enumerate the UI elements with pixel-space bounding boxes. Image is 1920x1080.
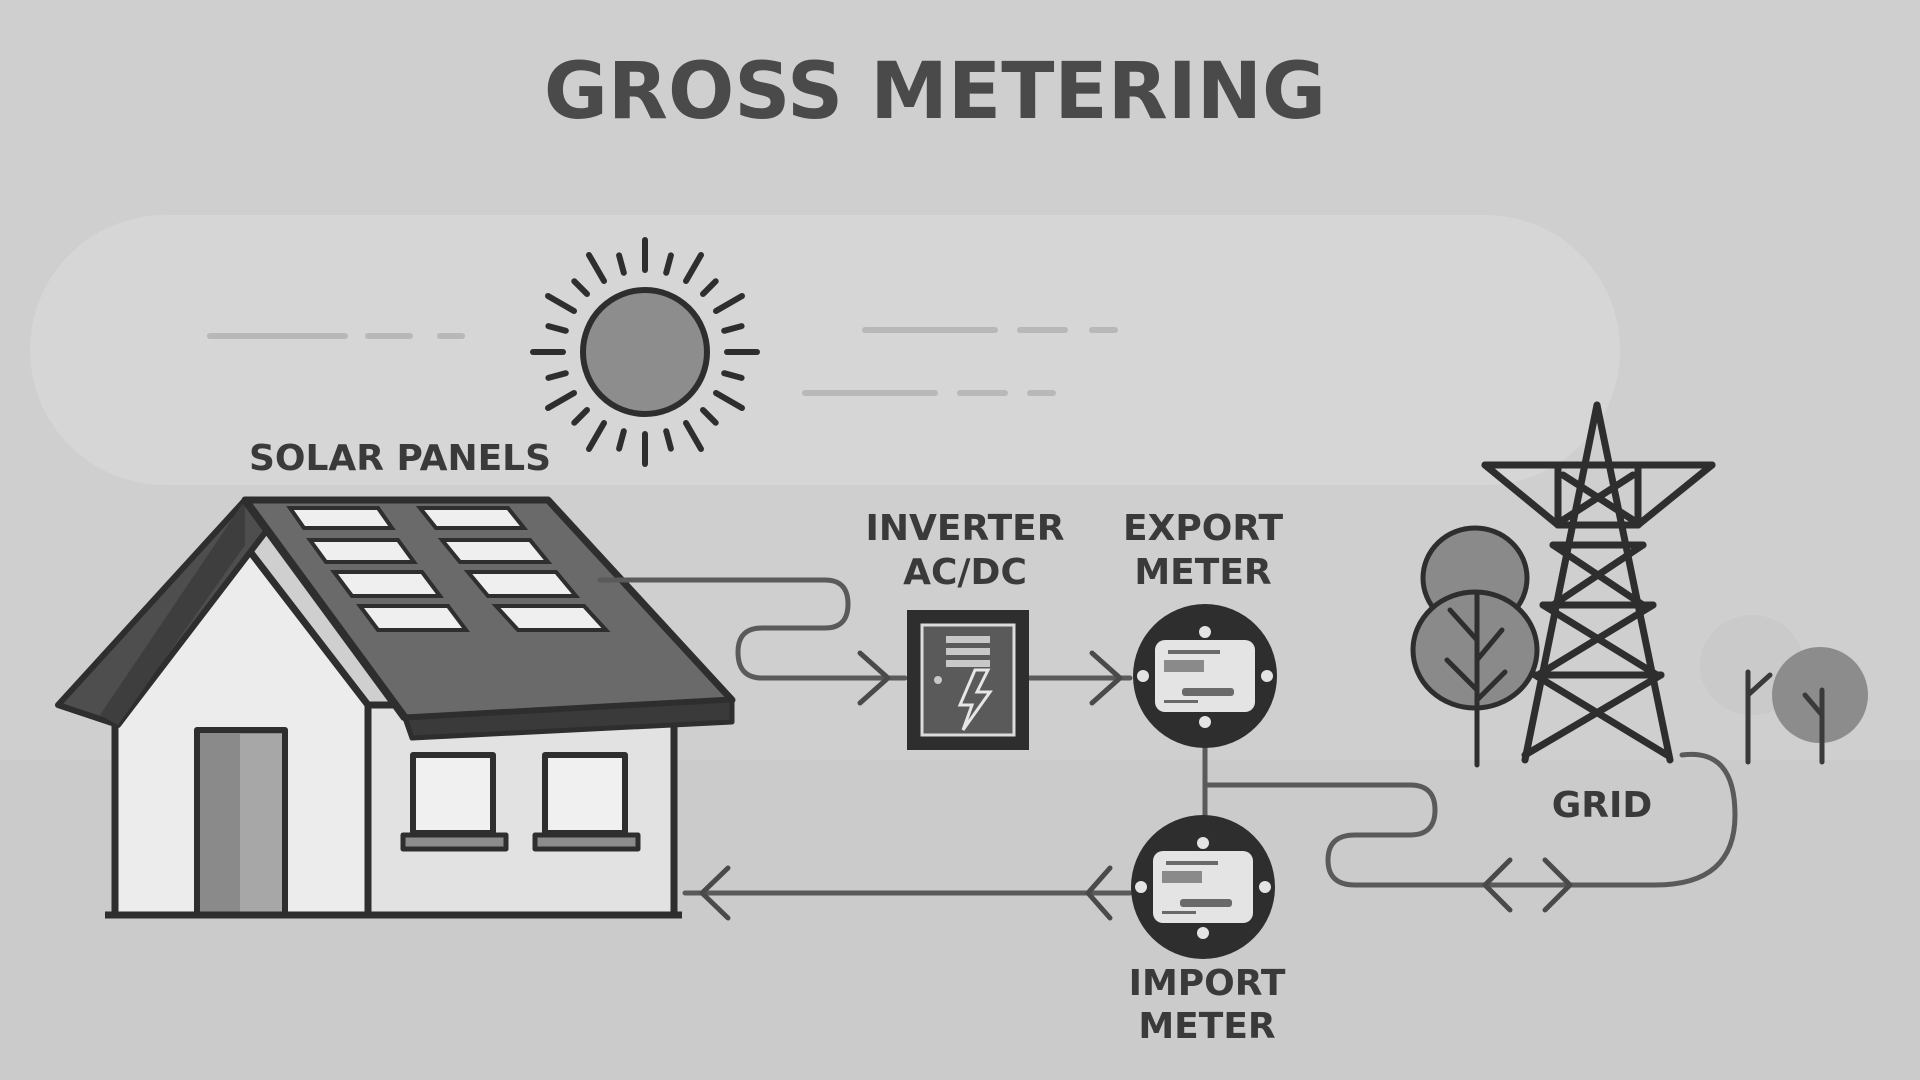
page-title: GROSS METERING — [544, 47, 1326, 137]
wind-lines — [207, 327, 1118, 396]
sun-ray — [700, 278, 719, 297]
sun-ray — [545, 390, 577, 411]
sun-ray — [663, 252, 674, 276]
sun-ray — [545, 323, 569, 334]
arrow-right-icon — [857, 650, 891, 706]
tree-icon — [1700, 615, 1868, 765]
inverter-label: INVERTER — [866, 508, 1065, 549]
arrow-right-icon — [1089, 650, 1123, 706]
sun-ray — [721, 370, 745, 381]
sun-ray — [721, 323, 745, 334]
import-meter-icon — [1131, 815, 1275, 959]
sun-ray — [713, 390, 745, 411]
window — [400, 752, 509, 852]
grid-label: GRID — [1552, 785, 1653, 826]
sun-ray — [683, 252, 704, 284]
sun-ray — [571, 278, 590, 297]
sun-ray — [700, 407, 719, 426]
export-meter-label-line2: METER — [1134, 552, 1271, 593]
background-cloud — [30, 215, 1620, 485]
arrow-right-icon — [1542, 857, 1573, 913]
export-meter-icon — [1133, 604, 1277, 748]
sun-ray — [586, 252, 607, 284]
sun-ray — [616, 252, 627, 276]
sun-ray — [571, 407, 590, 426]
sun-ray — [713, 293, 745, 314]
sun-icon — [530, 237, 760, 467]
sun-ray — [545, 370, 569, 381]
sun-ray — [616, 428, 627, 452]
sun-ray — [663, 428, 674, 452]
arrow-left-icon — [699, 865, 731, 921]
solar-panels-label: SOLAR PANELS — [249, 438, 551, 479]
house-icon — [55, 496, 736, 919]
tree-icon — [1410, 525, 1540, 768]
flow-arrows — [699, 650, 1573, 921]
inverter-label-line2: AC/DC — [903, 552, 1027, 593]
window — [532, 752, 641, 852]
import-meter-label-line2: METER — [1138, 1006, 1275, 1047]
sun-ray — [586, 420, 607, 452]
solar-panels-icon — [286, 506, 611, 632]
sun-ray — [545, 293, 577, 314]
wires — [597, 577, 1738, 896]
import-meter-label: IMPORT — [1129, 963, 1286, 1004]
transmission-tower-icon — [1481, 401, 1716, 764]
arrow-left-icon — [1482, 857, 1513, 913]
export-meter-label: EXPORT — [1123, 508, 1283, 549]
sun-ray — [683, 420, 704, 452]
arrow-left-icon — [1085, 865, 1113, 921]
inverter-icon — [907, 610, 1029, 750]
